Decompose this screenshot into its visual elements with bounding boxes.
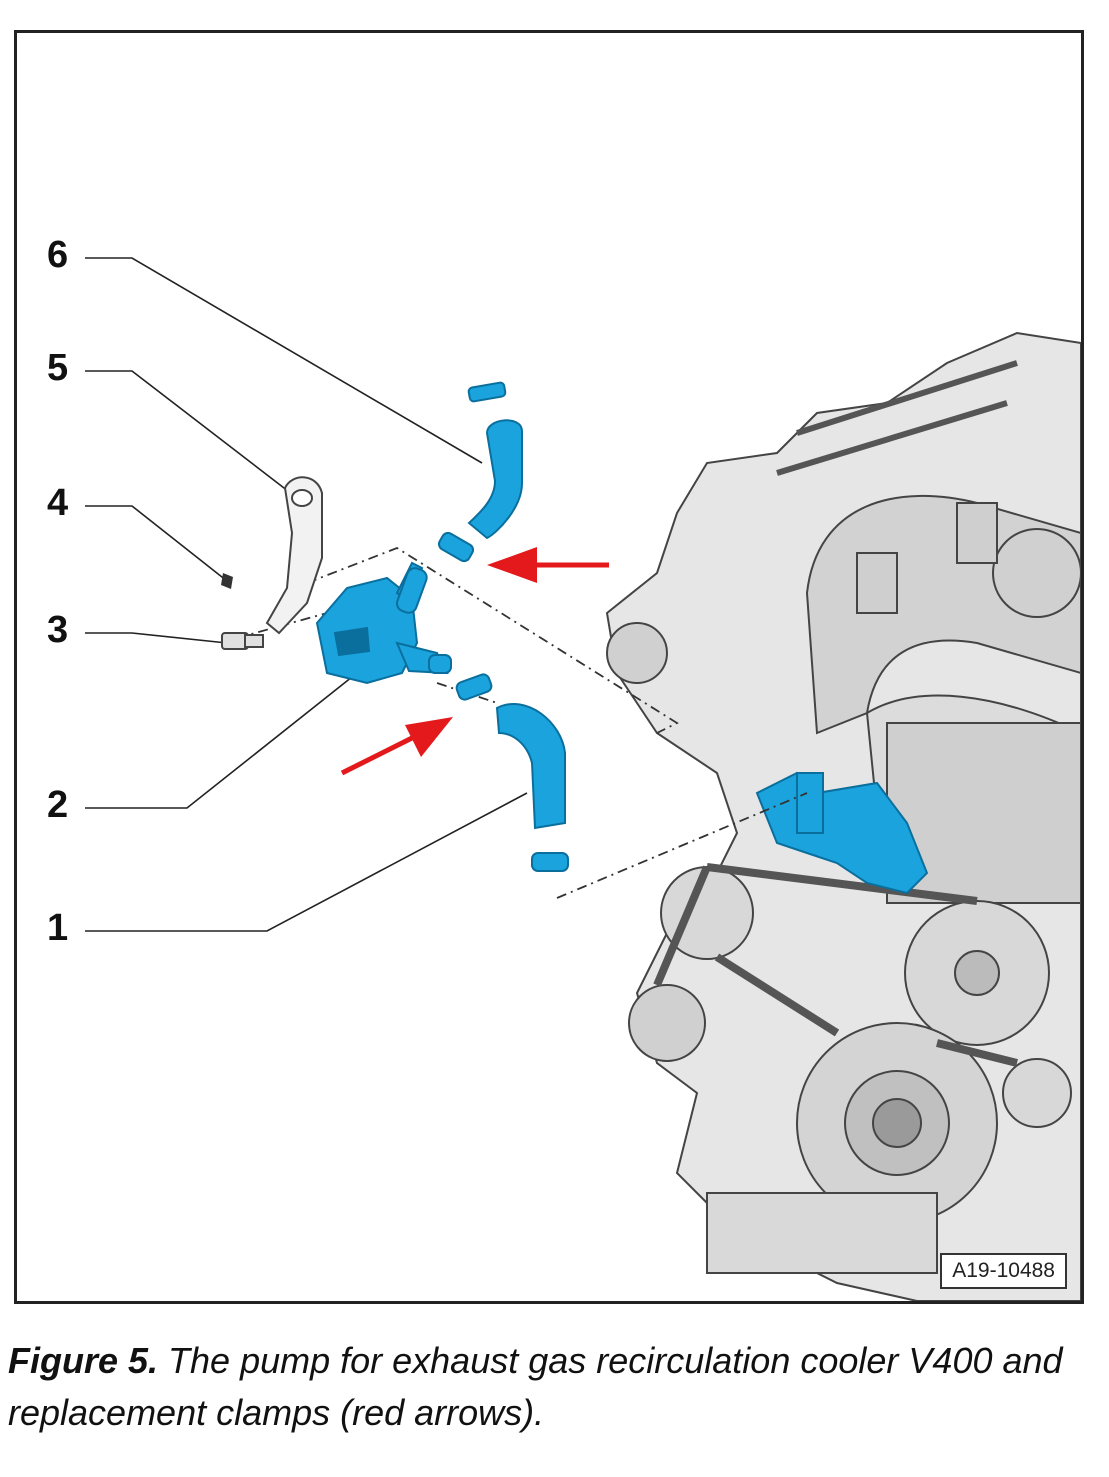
drive-belt <box>653 863 1018 1067</box>
injector-rail <box>776 360 1018 476</box>
leader-line-5 <box>85 370 298 499</box>
sensor-block-1 <box>856 552 898 614</box>
caption-text: The pump for exhaust gas recirculation c… <box>8 1340 1063 1433</box>
red-arrows <box>340 547 609 776</box>
callout-6: 6 <box>47 234 69 276</box>
callout-1: 1 <box>47 907 69 949</box>
leader-line-3 <box>85 632 228 644</box>
leader-line-6 <box>85 257 483 464</box>
screw <box>221 573 233 589</box>
callout-5: 5 <box>47 347 69 389</box>
engine-illustration <box>605 331 1081 1301</box>
installed-egr-pump <box>755 771 929 895</box>
reference-code: A19-10488 <box>940 1253 1067 1289</box>
callout-3: 3 <box>47 609 69 651</box>
egr-cooler-pump <box>315 561 452 685</box>
callout-2: 2 <box>47 784 69 826</box>
leader-lines <box>85 257 528 932</box>
callout-4: 4 <box>47 482 69 524</box>
lower-alignment-line <box>556 792 808 899</box>
red-arrow-lower <box>340 717 453 776</box>
exploded-view-diagram <box>85 257 1081 1301</box>
sensor-block-2 <box>956 502 998 564</box>
timing-cover-gear <box>606 622 668 684</box>
pulley-large-hub <box>954 950 1000 996</box>
red-arrow-upper <box>487 547 609 583</box>
oil-pan <box>706 1192 938 1274</box>
idler-pulley <box>1002 1058 1072 1128</box>
bolt <box>221 632 264 650</box>
leader-line-2 <box>85 672 358 809</box>
figure-caption: Figure 5. The pump for exhaust gas recir… <box>8 1335 1098 1439</box>
leader-line-4 <box>85 505 228 582</box>
leader-line-1 <box>85 792 528 932</box>
tensioner-pulley <box>628 984 706 1062</box>
fuel-pump <box>992 528 1081 618</box>
upper-coolant-hose <box>437 381 523 563</box>
caption-label: Figure 5. <box>8 1340 159 1381</box>
upper-alignment-line <box>306 546 679 734</box>
mounting-bracket <box>265 476 323 635</box>
figure-frame: 6 5 4 3 2 1 A19-10488 <box>14 30 1084 1304</box>
lower-coolant-hose <box>455 673 569 872</box>
crank-pulley-hub <box>872 1098 922 1148</box>
